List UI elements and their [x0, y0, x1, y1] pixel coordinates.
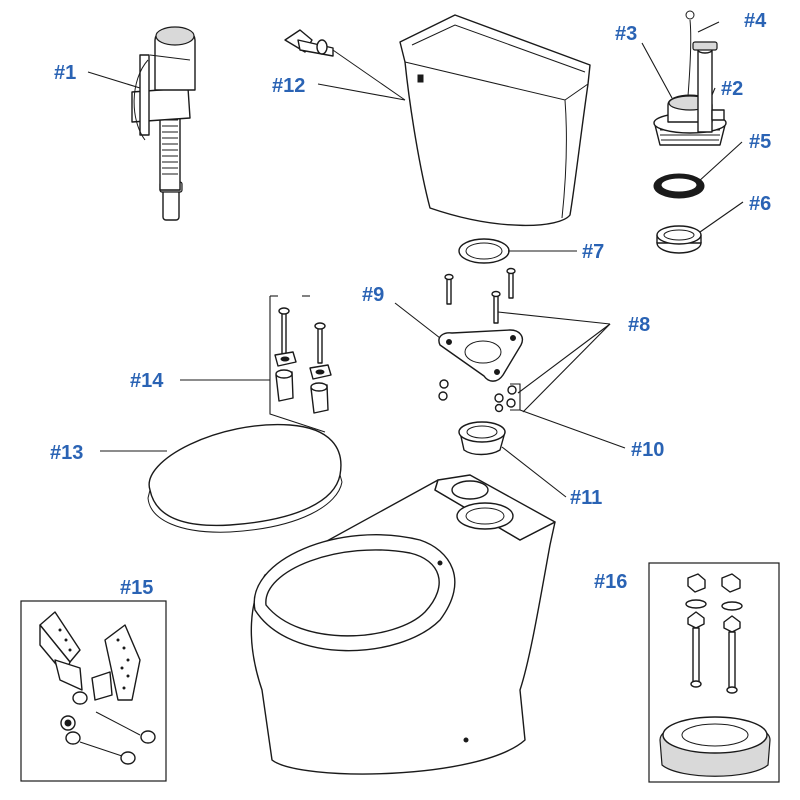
label-8: #8	[628, 314, 650, 336]
label-11: #11	[570, 487, 602, 509]
seat-hinge-kit	[269, 295, 332, 433]
label-7: #7	[582, 241, 604, 263]
leader-lines	[87, 21, 744, 498]
tank	[399, 14, 591, 227]
label-9: #9	[362, 284, 384, 306]
triangle-plate	[438, 329, 524, 382]
label-6: #6	[749, 193, 771, 215]
fill-valve	[131, 26, 196, 221]
bowl-gasket	[458, 421, 506, 456]
flush-valve-gasket	[653, 173, 705, 199]
toilet-bowl	[250, 474, 556, 775]
bumper-kit-box	[20, 600, 167, 782]
label-2: #2	[721, 78, 743, 100]
label-13: #13	[50, 442, 83, 464]
label-1: #1	[54, 62, 76, 84]
label-5: #5	[749, 131, 771, 153]
flush-valve-nut	[656, 225, 702, 254]
flush-valve	[653, 10, 727, 146]
label-15: #15	[120, 577, 153, 599]
label-10: #10	[631, 439, 664, 461]
label-16: #16	[594, 571, 627, 593]
label-3: #3	[615, 23, 637, 45]
trip-lever	[284, 29, 406, 101]
label-14: #14	[130, 370, 164, 392]
toilet-seat	[147, 423, 343, 533]
label-12: #12	[272, 75, 305, 97]
closet-bolt-kit-box	[648, 562, 780, 783]
tank-bolts	[438, 267, 517, 413]
label-4: #4	[744, 10, 767, 32]
tank-gasket	[458, 238, 510, 264]
